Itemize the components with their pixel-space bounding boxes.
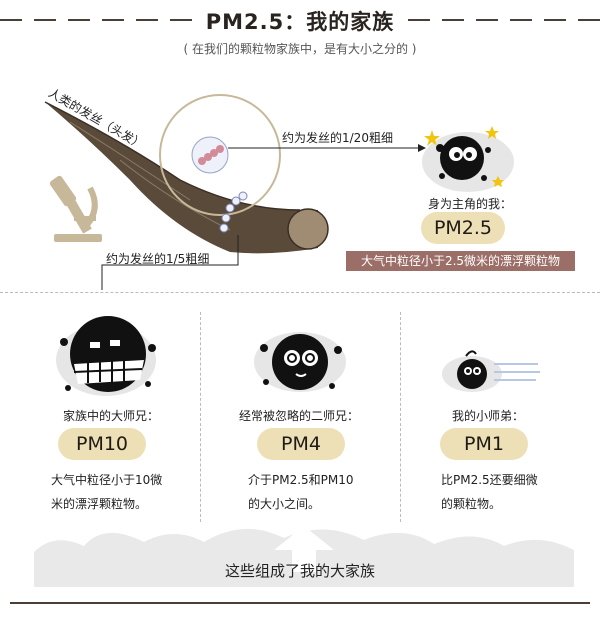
pm4-desc-line: 的大小之间。	[248, 497, 321, 511]
pm4-pill: PM4	[257, 428, 345, 460]
header-dash	[476, 19, 498, 21]
bottom-rule	[10, 602, 590, 604]
pm10-caption: 家族中的大师兄：	[63, 409, 160, 423]
header-dash	[408, 19, 430, 21]
header-dash	[136, 19, 158, 21]
header-dash	[170, 19, 192, 21]
hair-strand	[45, 102, 318, 254]
hair-illustration	[44, 94, 426, 290]
header-dash	[0, 19, 22, 21]
pm10-character	[56, 316, 156, 396]
pm25-banner: 大气中粒径小于2.5微米的漂浮颗粒物	[346, 251, 575, 271]
header-dash	[544, 19, 566, 21]
up-arrow-icon	[274, 526, 334, 572]
pm10-desc-line: 米的漂浮颗粒物。	[51, 497, 148, 511]
pm1-desc-line: 比PM2.5还要细微	[441, 473, 538, 487]
header-dash	[578, 19, 600, 21]
pm1-description: 比PM2.5还要细微 的颗粒物。	[441, 468, 581, 516]
page-title: PM2.5：我的家族	[205, 10, 395, 34]
footer-text: 这些组成了我的大家族	[224, 562, 375, 580]
pm1-pill: PM1	[440, 428, 528, 460]
page-subtitle: ( 在我们的颗粒物家族中，是有大小之分的 )	[183, 42, 417, 56]
header-dash	[442, 19, 464, 21]
header-dash	[34, 19, 56, 21]
pm1-desc-line: 的颗粒物。	[441, 497, 502, 511]
column-divider	[400, 312, 401, 522]
microscope-icon	[49, 175, 102, 242]
header-dash	[510, 19, 532, 21]
pm10-pill: PM10	[58, 428, 146, 460]
column-divider	[200, 312, 201, 522]
annotation-pm25: 约为发丝的1/20粗细	[282, 131, 393, 145]
pm4-character	[254, 332, 346, 392]
pm25-character	[422, 126, 514, 192]
section-divider	[0, 292, 600, 293]
annotation-pm10: 约为发丝的1/5粗细	[106, 252, 210, 266]
pm10-desc-line: 大气中粒径小于10微	[51, 473, 163, 487]
pm1-character	[442, 350, 540, 392]
main-caption: 身为主角的我：	[428, 197, 513, 211]
pm4-description: 介于PM2.5和PM10 的大小之间。	[248, 468, 388, 516]
pm10-description: 大气中粒径小于10微 米的漂浮颗粒物。	[51, 468, 191, 516]
pm1-caption: 我的小师弟：	[452, 409, 525, 423]
footer-cloud	[34, 526, 574, 587]
pm4-desc-line: 介于PM2.5和PM10	[248, 473, 354, 487]
header-dash	[68, 19, 90, 21]
pm25-pill: PM2.5	[421, 212, 505, 244]
header-dash	[102, 19, 124, 21]
pm4-caption: 经常被忽略的二师兄：	[239, 409, 360, 423]
